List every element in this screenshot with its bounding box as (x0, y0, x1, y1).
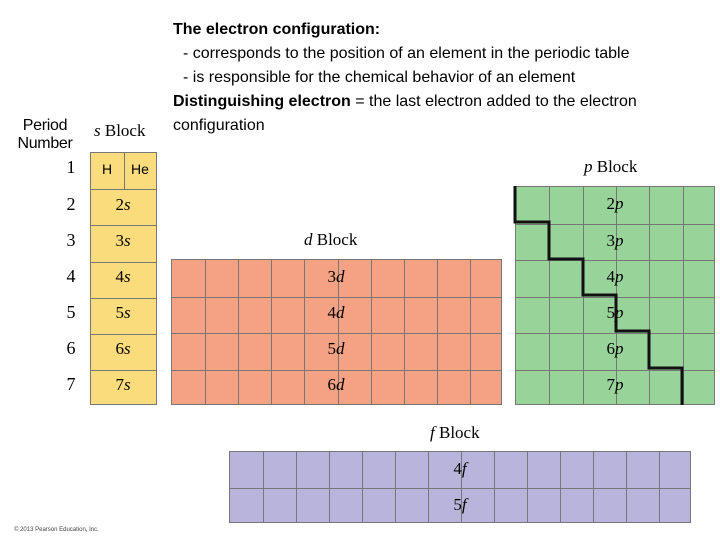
period-header-line-1: Period (22, 117, 68, 134)
orbital-label: 6p (606, 339, 624, 358)
grid-line (172, 296, 501, 298)
grid-line (403, 260, 405, 404)
s-block-grid (90, 152, 157, 405)
grid-line (172, 369, 501, 371)
orbital-label: 6s (115, 339, 131, 358)
definition: Distinguishing electron = the last elect… (173, 90, 713, 114)
definition-term: Distinguishing electron (173, 93, 351, 110)
grid-line (230, 488, 690, 489)
element-hydrogen: H (101, 161, 113, 177)
orbital-label: 3d (327, 267, 345, 286)
orbital-label: 3s (115, 231, 131, 250)
d-block-grid (171, 259, 502, 405)
period-number: 7 (66, 374, 76, 394)
orbital-label: 3p (606, 231, 624, 250)
grid-line (516, 333, 714, 334)
grid-line (428, 452, 429, 522)
period-number: 3 (66, 230, 76, 250)
orbital-label: 4p (606, 267, 624, 286)
orbital-label: 6d (327, 375, 345, 394)
period-number: 4 (66, 266, 76, 286)
orbital-label: 4f (453, 459, 467, 478)
heading: The electron configuration: (173, 21, 381, 38)
grid-line (370, 260, 372, 404)
f-block-grid (229, 451, 691, 523)
slide-text: The electron configuration: - correspond… (173, 18, 713, 138)
grid-line (263, 452, 264, 522)
grid-line (124, 153, 125, 190)
grid-line (659, 452, 660, 522)
d-block-title: d Block (304, 230, 358, 249)
grid-line (461, 452, 462, 522)
grid-line (172, 333, 501, 334)
grid-line (362, 452, 363, 522)
orbital-label: 4s (115, 267, 131, 286)
bullet-position: - corresponds to the position of an elem… (183, 45, 630, 62)
period-number: 2 (66, 194, 76, 214)
grid-line (91, 334, 156, 335)
period-number: 5 (66, 302, 76, 322)
copyright-notice: © 2013 Pearson Education, Inc. (14, 527, 99, 533)
grid-line (271, 260, 273, 404)
grid-line (91, 261, 156, 263)
definition-rest: = the last electron added to the electro… (350, 93, 637, 110)
orbital-label: 2s (115, 195, 131, 214)
element-helium: He (131, 161, 149, 177)
p-block-title: p Block (584, 157, 638, 176)
grid-line (682, 187, 684, 404)
orbital-label: 5d (327, 339, 345, 358)
orbital-label: 7p (606, 375, 624, 394)
grid-line (469, 260, 471, 404)
grid-line (593, 452, 594, 522)
grid-line (549, 187, 551, 404)
period-number: 6 (66, 338, 76, 358)
grid-line (91, 189, 156, 191)
grid-line (516, 223, 714, 225)
s-block-title: s Block (94, 121, 146, 140)
grid-line (91, 225, 156, 227)
grid-line (91, 297, 156, 299)
orbital-label: 7s (115, 375, 131, 394)
grid-line (626, 452, 627, 522)
grid-line (494, 452, 495, 522)
grid-line (337, 260, 339, 404)
grid-line (329, 452, 330, 522)
orbital-label: 5p (606, 303, 624, 322)
grid-line (205, 260, 207, 404)
orbital-label: 5f (453, 495, 467, 514)
grid-line (238, 260, 240, 404)
orbital-label: 5s (115, 303, 131, 322)
period-number-header: Period Number (10, 117, 80, 153)
grid-line (649, 187, 651, 404)
definition-continued: configuration (173, 117, 265, 134)
grid-line (91, 370, 156, 372)
grid-line (304, 260, 306, 404)
bullet-behavior: - is responsible for the chemical behavi… (183, 69, 576, 86)
grid-line (516, 260, 714, 261)
grid-line (560, 452, 561, 522)
grid-line (436, 260, 438, 404)
grid-line (516, 369, 714, 371)
grid-line (395, 452, 396, 522)
grid-line (527, 452, 528, 522)
orbital-label: 4d (327, 303, 345, 322)
f-block-title: f Block (430, 423, 480, 442)
period-header-line-2: Number (17, 135, 73, 152)
grid-line (296, 452, 297, 522)
period-number: 1 (66, 157, 76, 177)
orbital-label: 2p (606, 194, 624, 213)
